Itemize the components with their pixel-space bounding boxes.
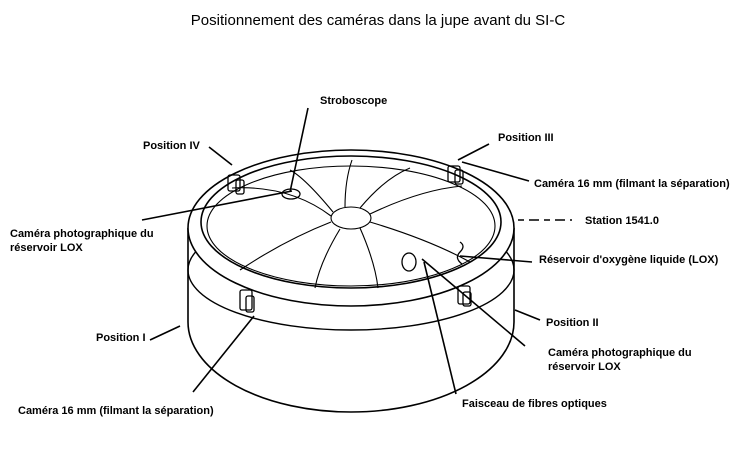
diagram-title: Positionnement des caméras dans la jupe …: [190, 12, 566, 29]
label-station: Station 1541.0: [585, 215, 659, 227]
label-position-iii: Position III: [498, 132, 554, 144]
leader-lines: [141, 107, 572, 395]
label-camera-photo-right: Caméra photographique du réservoir LOX: [548, 347, 692, 373]
skirt-rim-inner: [200, 155, 502, 289]
label-position-i: Position I: [96, 332, 146, 344]
camera-housings: [227, 165, 472, 313]
label-reservoir-lox: Réservoir d'oxygène liquide (LOX): [539, 254, 719, 266]
label-stroboscope: Stroboscope: [320, 95, 388, 107]
label-camera-16mm-right: Caméra 16 mm (filmant la séparation): [534, 178, 730, 190]
dome-hub: [330, 206, 372, 230]
label-camera-16mm-left: Caméra 16 mm (filmant la séparation): [18, 405, 214, 417]
label-position-ii: Position II: [546, 317, 599, 329]
label-position-iv: Position IV: [143, 140, 200, 152]
label-faisceau: Faisceau de fibres optiques: [462, 398, 607, 410]
skirt-rim-inner-2: [206, 165, 496, 287]
label-camera-photo-left: Caméra photographique du réservoir LOX: [10, 228, 154, 254]
dome-ribs: [231, 159, 471, 289]
